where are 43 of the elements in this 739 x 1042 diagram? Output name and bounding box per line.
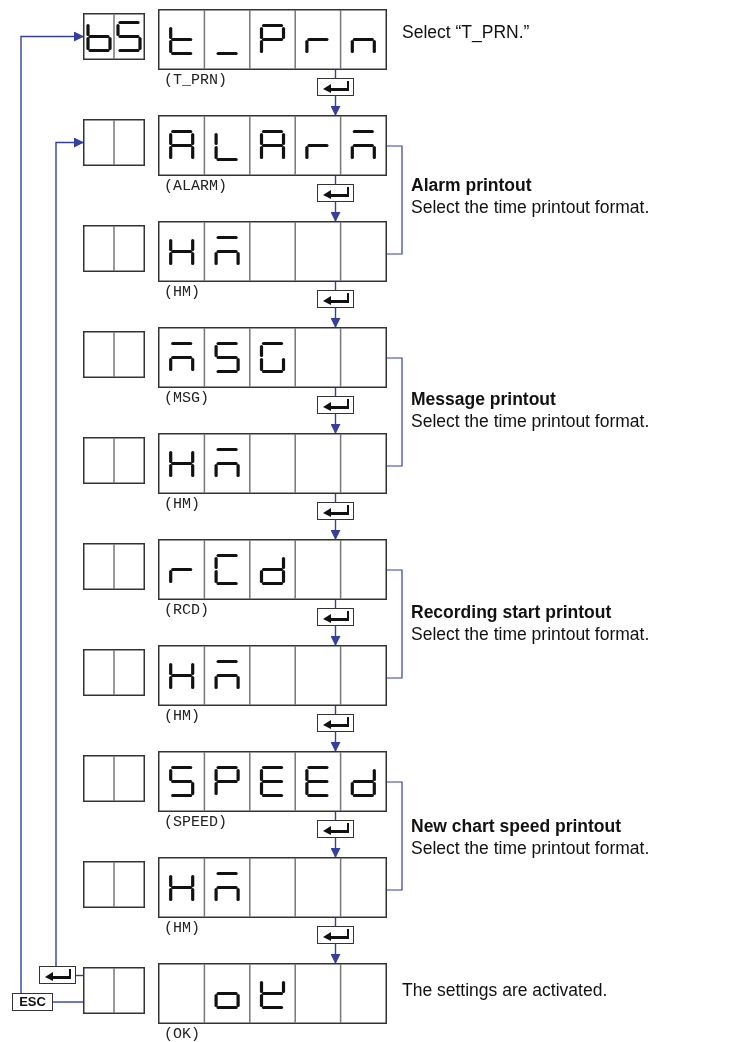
arrow xyxy=(330,731,341,752)
display-caption: (RCD) xyxy=(164,603,209,619)
instruction-text: Select the time printout format. xyxy=(411,197,650,218)
arrow xyxy=(330,95,341,116)
arrow xyxy=(330,413,341,434)
display-caption: (ALARM) xyxy=(164,179,227,195)
section-heading: Message printout xyxy=(411,389,556,410)
enter-key xyxy=(317,502,354,520)
connector-line xyxy=(52,1001,84,1003)
display-caption: (MSG) xyxy=(164,391,209,407)
arrow xyxy=(330,625,341,646)
arrow xyxy=(330,519,341,540)
instruction-text: Select the time printout format. xyxy=(411,411,650,432)
arrow xyxy=(20,31,84,994)
display-caption: (T_PRN) xyxy=(164,73,227,89)
display-caption: (OK) xyxy=(164,1027,200,1042)
enter-key xyxy=(317,608,354,626)
display-caption: (HM) xyxy=(164,709,200,725)
display-caption: (HM) xyxy=(164,921,200,937)
esc-key: ESC xyxy=(12,993,53,1011)
arrow xyxy=(330,837,341,858)
enter-key xyxy=(317,714,354,732)
section-heading: Alarm printout xyxy=(411,175,532,196)
enter-key xyxy=(317,290,354,308)
arrow xyxy=(330,943,341,964)
enter-key xyxy=(39,966,76,984)
enter-key xyxy=(317,78,354,96)
enter-key xyxy=(317,396,354,414)
arrow xyxy=(330,307,341,328)
enter-key xyxy=(317,820,354,838)
instruction-text: Select “T_PRN.” xyxy=(402,22,530,43)
arrow xyxy=(55,137,84,967)
display-caption: (HM) xyxy=(164,497,200,513)
display-caption: (HM) xyxy=(164,285,200,301)
section-heading: Recording start printout xyxy=(411,602,612,623)
enter-key xyxy=(317,184,354,202)
enter-key xyxy=(317,926,354,944)
instruction-text: Select the time printout format. xyxy=(411,624,650,645)
section-heading: New chart speed printout xyxy=(411,816,622,837)
display-caption: (SPEED) xyxy=(164,815,227,831)
instruction-text: The settings are activated. xyxy=(402,980,608,1001)
arrow xyxy=(330,201,341,222)
instruction-text: Select the time printout format. xyxy=(411,838,650,859)
